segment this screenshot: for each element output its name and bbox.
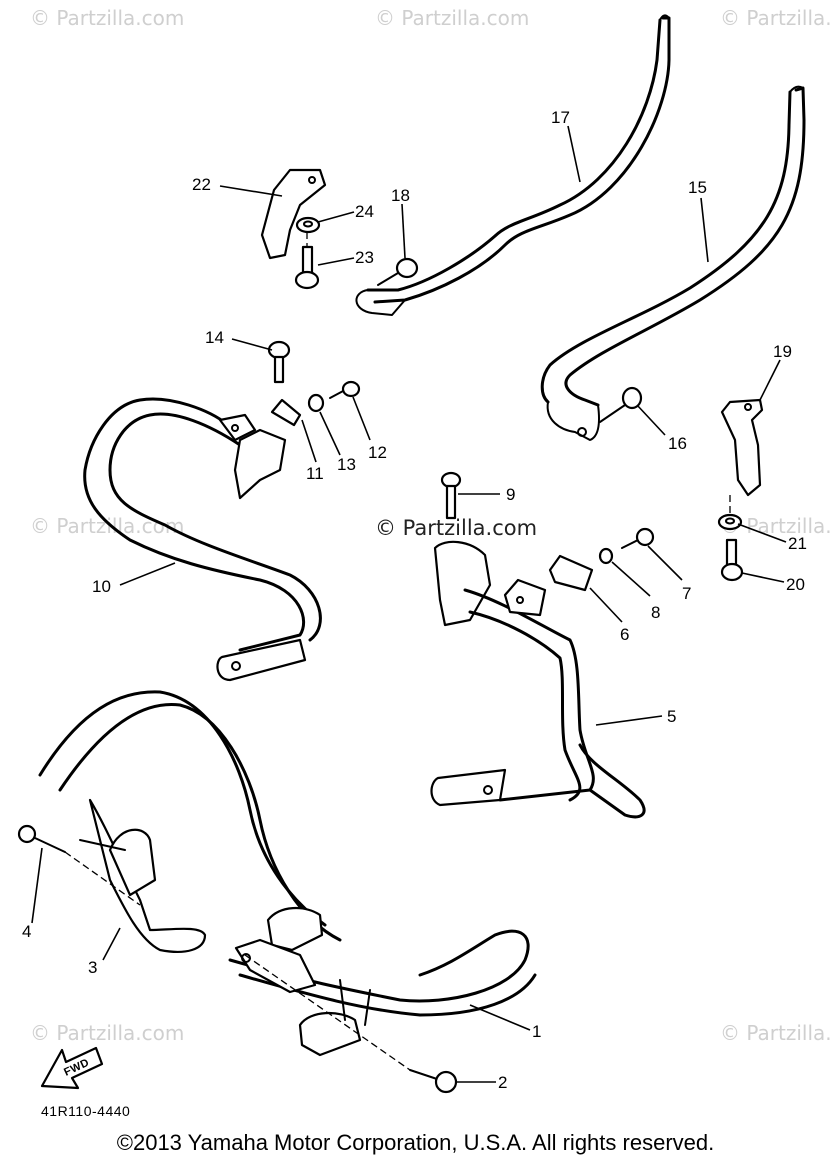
watermark-top-right: © Partzilla.com (720, 6, 831, 30)
callout-24: 24 (355, 202, 374, 221)
watermark-mid-left: © Partzilla.com (30, 514, 184, 538)
part-4-bolt (17, 824, 66, 853)
part-22-bracket (260, 168, 327, 260)
part-8-washer (598, 547, 614, 565)
callout-4: 4 (22, 922, 31, 941)
part-19-bracket (720, 398, 764, 497)
part-13-washer (307, 393, 325, 413)
watermark-bottom-right: © Partzilla.com (720, 1021, 831, 1045)
leader-lines (31, 125, 787, 1083)
callout-2: 2 (498, 1073, 507, 1092)
callout-8: 8 (651, 603, 660, 622)
part-7-bolt (621, 527, 655, 549)
part-14-bolt (267, 340, 291, 384)
part-24-collar (295, 216, 321, 234)
part-17-bar (355, 14, 671, 316)
callout-9: 9 (506, 485, 515, 504)
callout-13: 13 (337, 455, 356, 474)
watermark-bottom-left: © Partzilla.com (30, 1021, 184, 1045)
watermarks: © Partzilla.com © Partzilla.com © Partzi… (30, 6, 831, 1045)
part-18-bolt (377, 257, 419, 286)
callout-15: 15 (688, 178, 707, 197)
callout-10: 10 (92, 577, 111, 596)
callout-23: 23 (355, 248, 374, 267)
callout-16: 16 (668, 434, 687, 453)
callout-20: 20 (786, 575, 805, 594)
part-12-bolt (329, 380, 361, 399)
callout-7: 7 (682, 584, 691, 603)
callout-1: 1 (532, 1022, 541, 1041)
callout-6: 6 (620, 625, 629, 644)
diagram-code: 41R110-4440 (41, 1103, 130, 1119)
callout-19: 19 (773, 342, 792, 361)
watermark-top-center: © Partzilla.com (375, 6, 529, 30)
part-21-washer (717, 513, 743, 531)
part-2-bolt (409, 1069, 458, 1094)
part-5-guard (430, 540, 646, 819)
part-6-cap (548, 554, 594, 592)
callout-21: 21 (788, 534, 807, 553)
callout-11: 11 (306, 464, 324, 483)
part-10-guard (83, 397, 322, 682)
part-20-bolt (720, 538, 744, 582)
part-1-guard (38, 690, 537, 1057)
callout-5: 5 (667, 707, 676, 726)
forward-arrow: FWD (40, 1046, 104, 1090)
part-23-bolt (294, 245, 320, 290)
callout-17: 17 (551, 108, 570, 127)
watermark-top-left: © Partzilla.com (30, 6, 184, 30)
callout-labels: 1 2 3 4 5 6 7 8 9 10 11 12 13 14 15 16 1… (22, 108, 807, 1092)
assembly-lines (64, 232, 731, 1071)
copyright-notice: ©2013 Yamaha Motor Corporation, U.S.A. A… (116, 1130, 715, 1155)
callout-3: 3 (88, 958, 97, 977)
part-11-cap (270, 398, 302, 427)
callout-14: 14 (205, 328, 224, 347)
part-16-bolt (599, 386, 643, 423)
part-9-bolt (440, 471, 462, 520)
watermark-center: © Partzilla.com (375, 516, 537, 540)
callout-12: 12 (368, 443, 387, 462)
callout-22: 22 (192, 175, 211, 194)
callout-18: 18 (391, 186, 410, 205)
part-15-bar (540, 85, 806, 441)
part-3-bracket (79, 798, 207, 953)
